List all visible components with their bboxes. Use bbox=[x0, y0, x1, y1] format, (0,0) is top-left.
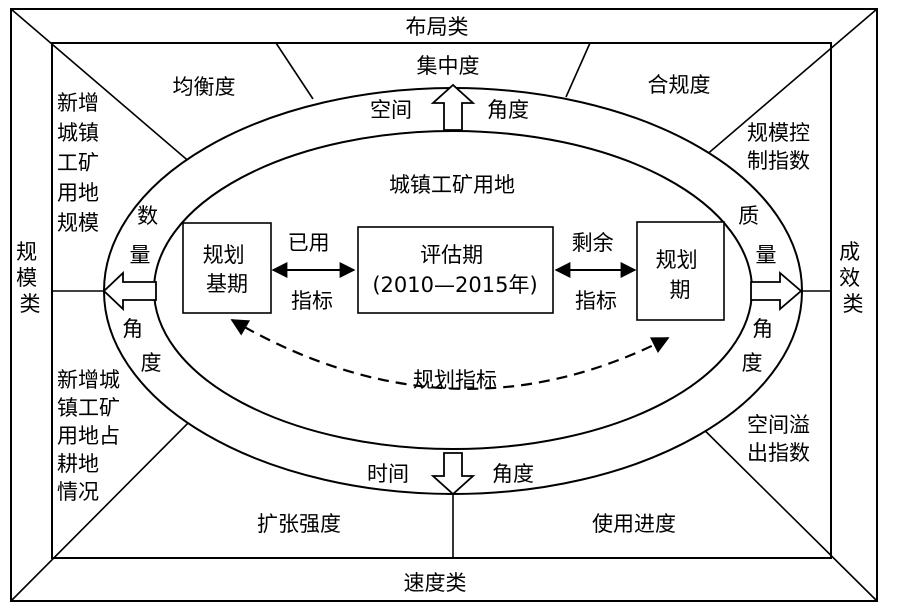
arrow-right-hollow bbox=[750, 271, 803, 311]
used-indicator-label: 已用 指标 bbox=[288, 231, 337, 313]
arrow-down-hollow bbox=[430, 452, 476, 496]
remaining-indicator-label: 剩余 指标 bbox=[572, 231, 621, 313]
ring-space: 空间 bbox=[370, 98, 412, 122]
center-title: 城镇工矿用地 bbox=[389, 173, 515, 197]
zone-compliance: 合规度 bbox=[648, 73, 711, 97]
base-period-box bbox=[182, 222, 272, 314]
ring-concentration: 集中度 bbox=[417, 54, 480, 78]
ring-angle-left: 角 度 bbox=[122, 317, 161, 375]
divider-top-left bbox=[275, 42, 314, 100]
zone-new-occupy-farmland: 新增城 镇工矿 用地占 耕地 情况 bbox=[57, 368, 127, 504]
category-effect: 成 效 类 bbox=[839, 240, 867, 316]
eval-period-box bbox=[357, 226, 554, 314]
diagonal-top-left bbox=[10, 8, 221, 189]
zone-scale-control-index: 规模控 制指数 bbox=[747, 121, 817, 173]
category-layout: 布局类 bbox=[406, 15, 469, 39]
category-speed: 速度类 bbox=[404, 571, 467, 595]
category-scale: 规 模 类 bbox=[16, 240, 44, 316]
base-period-label: 规划 基期 bbox=[203, 243, 252, 296]
outer-frame bbox=[10, 8, 878, 602]
diagonal-bottom-right bbox=[673, 399, 878, 602]
diagonal-bottom-left bbox=[10, 398, 213, 602]
plan-period-label: 规划 期 bbox=[656, 248, 705, 302]
zone-space-overflow-index: 空间溢 出指数 bbox=[747, 413, 817, 465]
ring-quantity: 数 量 bbox=[130, 204, 165, 267]
ring-quality: 质 量 bbox=[738, 204, 776, 267]
plan-indicator-dashed-arrow bbox=[230, 319, 670, 390]
ring-angle-bottom: 角度 bbox=[492, 462, 534, 486]
inner-frame bbox=[51, 42, 832, 559]
zone-new-scale: 新增 城镇 工矿 用地 规模 bbox=[57, 91, 106, 235]
eval-period-label: 评估期 (2010—2015年) bbox=[372, 243, 537, 297]
zone-usage-progress: 使用进度 bbox=[592, 512, 676, 536]
arrow-left-hollow bbox=[102, 270, 157, 312]
zone-expansion-intensity: 扩张强度 bbox=[257, 512, 341, 536]
plan-period-box bbox=[636, 221, 725, 321]
plan-indicator-label: 规划指标 bbox=[413, 368, 497, 392]
divider-top-right bbox=[565, 42, 591, 98]
ring-time: 时间 bbox=[367, 462, 409, 486]
zone-balance: 均衡度 bbox=[173, 75, 236, 99]
arrow-up-hollow bbox=[430, 83, 476, 131]
ring-angle-top: 角度 bbox=[487, 98, 529, 122]
ring-angle-right: 角 度 bbox=[742, 317, 780, 375]
